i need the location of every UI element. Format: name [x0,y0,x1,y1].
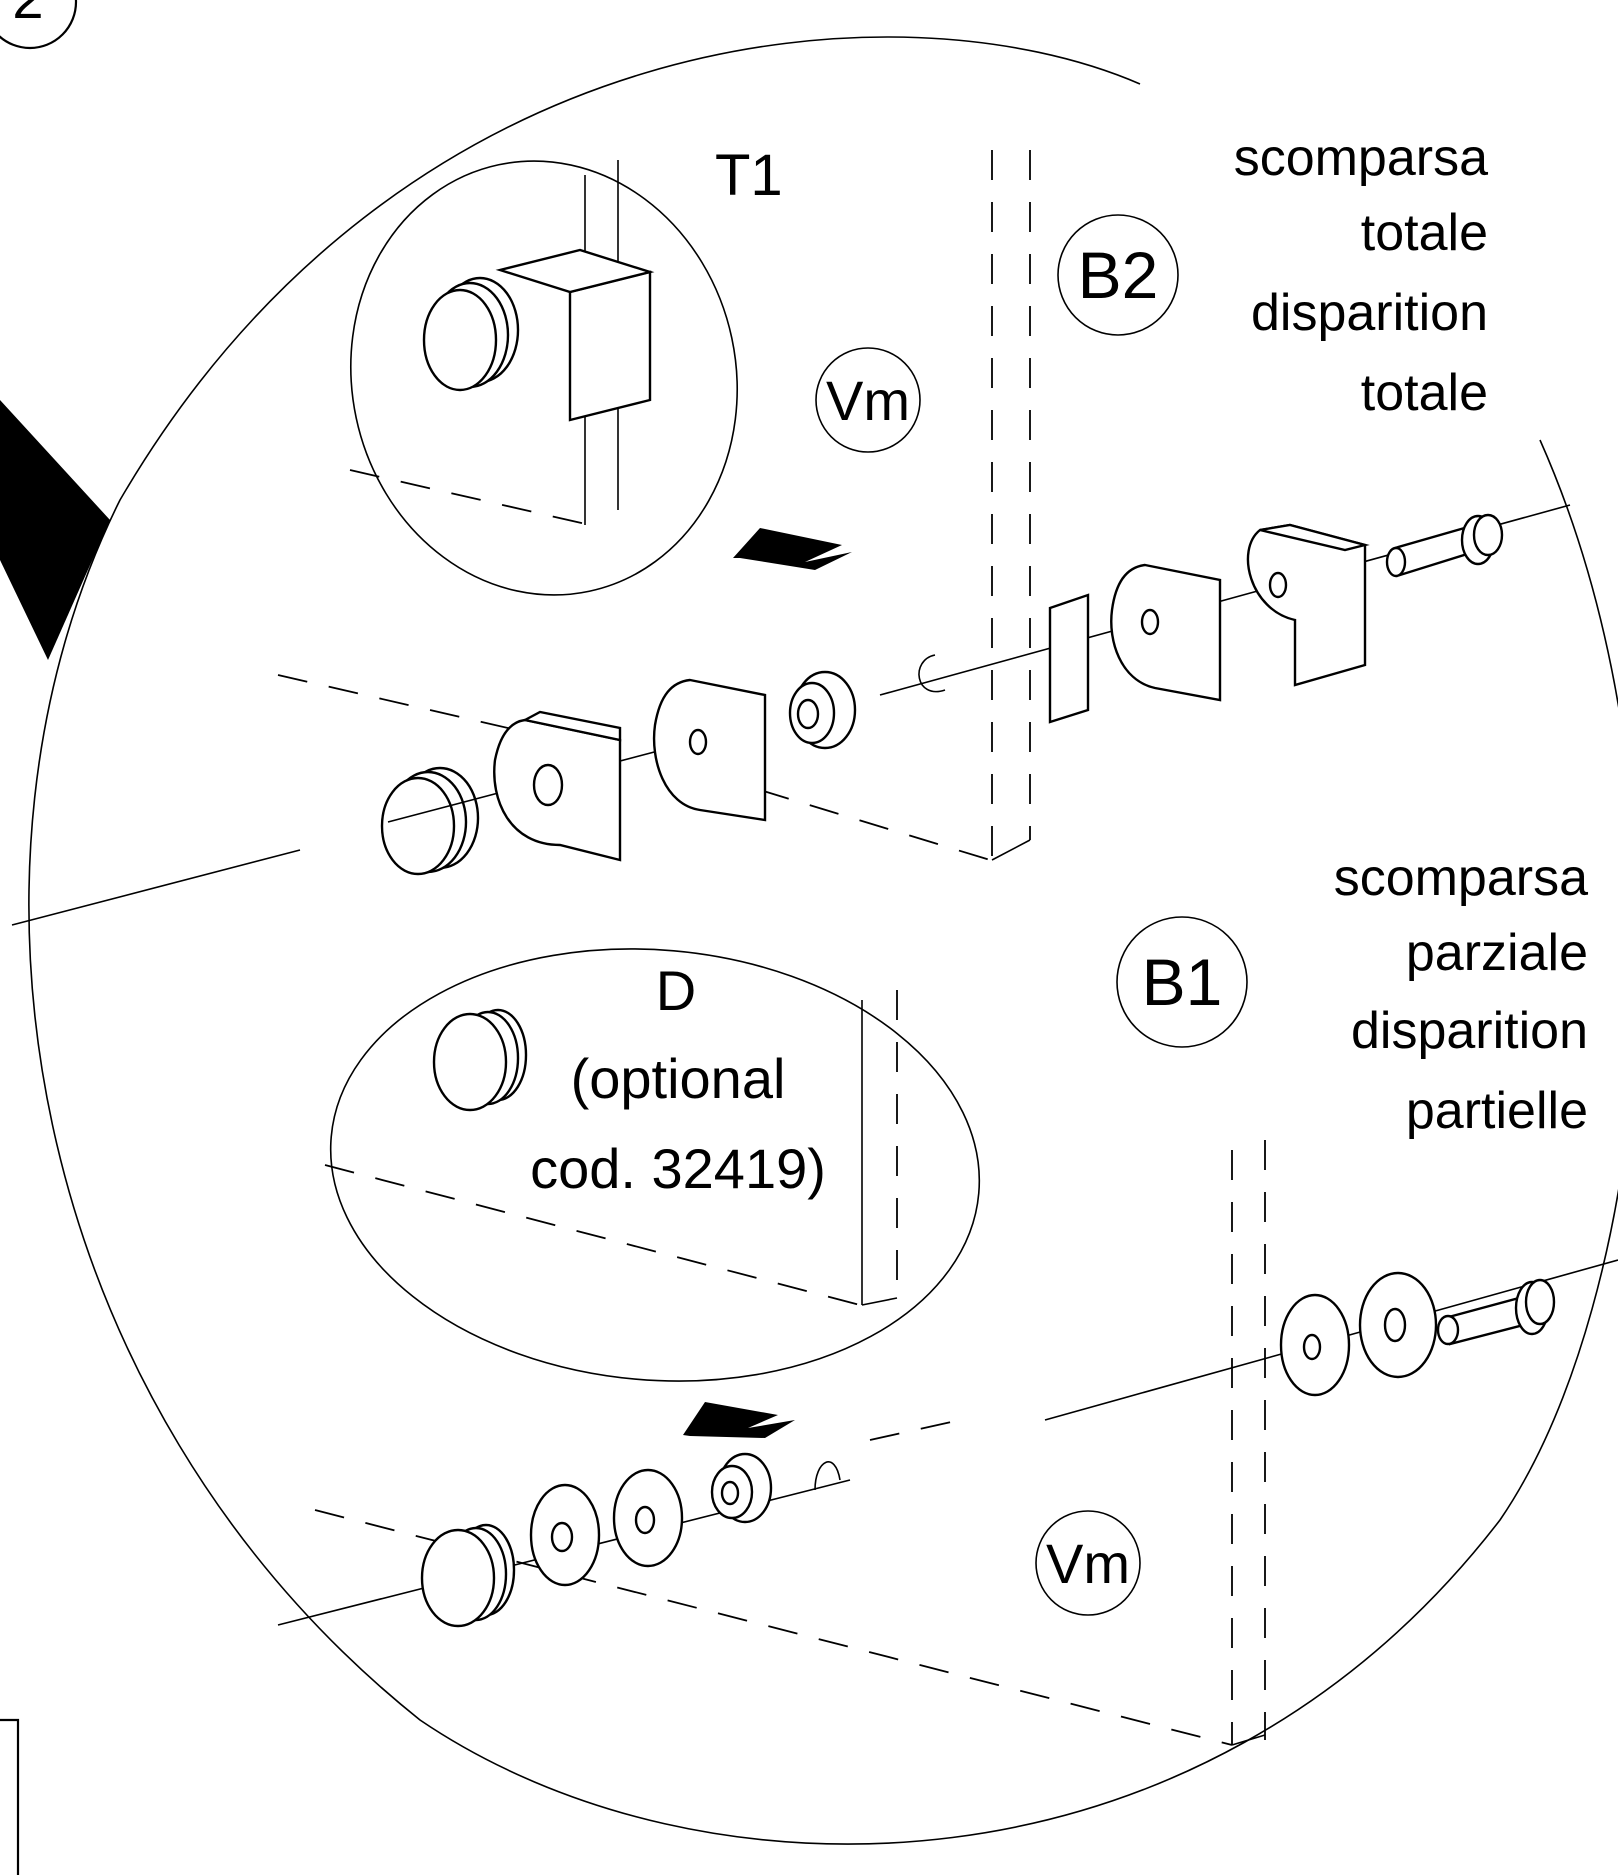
b2-label: B2 [1078,238,1159,312]
b1-caption: scomparsa parziale disparition partielle [1334,849,1588,1140]
b2-caption-line-1: scomparsa [1234,129,1488,187]
t1-inset: T1 [349,143,783,596]
top-assembly [11,150,1571,926]
b1-caption-line-4: partielle [1406,1082,1588,1140]
b1-caption-line-1: scomparsa [1334,849,1588,907]
b2-caption-line-3: disparition [1251,284,1488,342]
d-caption-line-2: cod. 32419) [530,1137,826,1200]
b2-caption-line-4: totale [1361,364,1488,422]
b2-caption-line-2: totale [1361,204,1488,262]
vm-top-badge: Vm [815,347,921,453]
b1-badge: B1 [1116,916,1248,1048]
frame-corner [0,1718,20,1875]
bottom-assembly [277,1140,1618,1746]
b1-caption-line-2: parziale [1406,924,1588,982]
detail-circle-outline [28,36,1618,1845]
b1-caption-line-3: disparition [1351,1002,1588,1060]
vm-top-label: Vm [826,369,910,432]
d-caption-line-1: (optional [571,1047,786,1110]
vm-bottom-label: Vm [1046,1532,1130,1595]
t1-label: T1 [715,143,783,208]
b2-caption: scomparsa totale disparition totale [1234,129,1488,422]
vm-bottom-badge: Vm [1035,1510,1141,1616]
d-label: D [656,959,696,1022]
arrow-bottom [683,1402,795,1438]
step-badge: 2 [0,0,78,50]
arrow-top [733,528,852,570]
d-inset: D (optional cod. 32419) [324,948,981,1382]
b2-badge: B2 [1057,214,1179,336]
step-number: 2 [12,0,43,30]
pointer-wedge [0,400,110,660]
b1-label: B1 [1142,945,1223,1019]
